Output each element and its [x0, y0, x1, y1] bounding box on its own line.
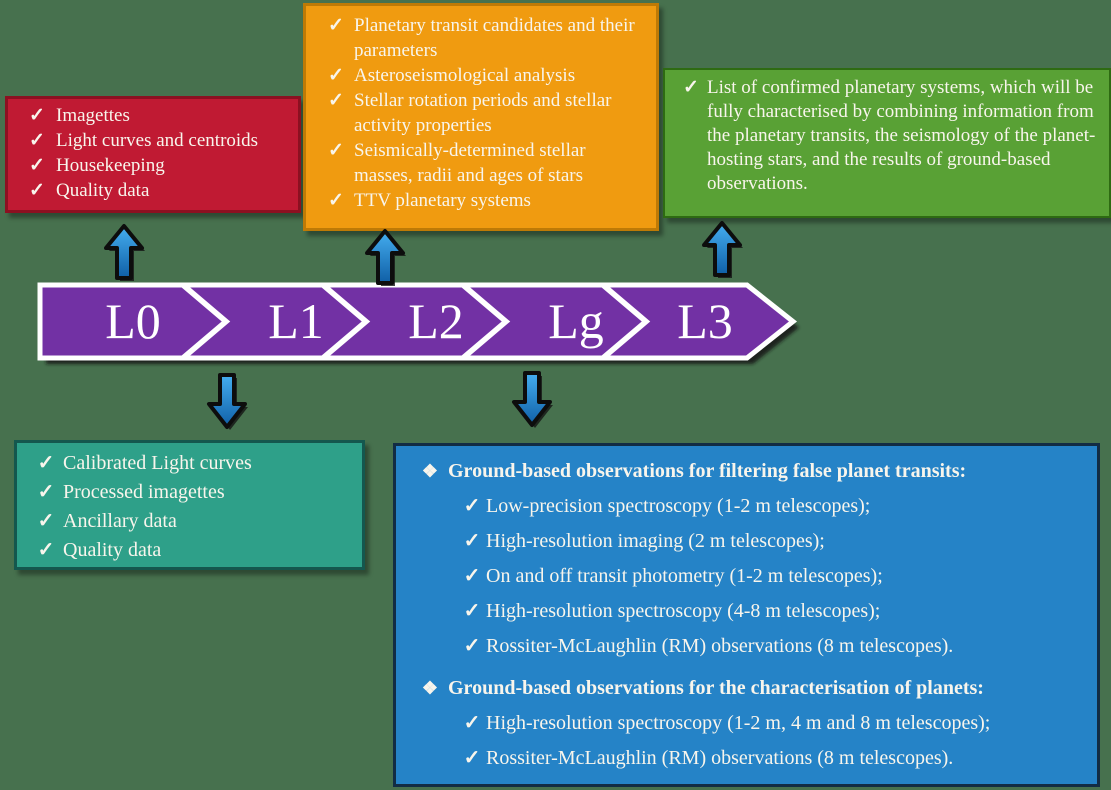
- ground-observations-section: ❖ Ground-based observations for filterin…: [412, 458, 1081, 659]
- list-item-text: High-resolution spectroscopy (1-2 m, 4 m…: [486, 712, 991, 734]
- list-item-text: Rossiter-McLaughlin (RM) observations (8…: [486, 747, 954, 769]
- list-item: ✓ Rossiter-McLaughlin (RM) observations …: [458, 746, 1081, 771]
- list-item: ✓ TTV planetary systems: [318, 188, 646, 213]
- section-header: ❖ Ground-based observations for filterin…: [412, 458, 1081, 484]
- banner-arrow-shape: [37, 282, 798, 361]
- list-item-text: Low-precision spectroscopy (1-2 m telesc…: [486, 495, 871, 517]
- check-icon: ✓: [29, 130, 45, 151]
- check-icon: ✓: [463, 600, 481, 622]
- check-icon: ✓: [328, 65, 344, 86]
- arrow-shape: [104, 224, 144, 280]
- up-arrow-icon: [365, 229, 406, 286]
- up-arrow-icon: [104, 224, 145, 281]
- ground-observations-section: ❖ Ground-based observations for the char…: [412, 675, 1081, 771]
- diamond-bullet-icon: ❖: [421, 678, 439, 698]
- check-icon: ✓: [37, 510, 55, 532]
- check-icon: ✓: [328, 90, 344, 111]
- list-item-text: Quality data: [56, 180, 150, 201]
- check-icon: ✓: [463, 565, 481, 587]
- check-icon: ✓: [29, 155, 45, 176]
- check-icon: ✓: [463, 747, 481, 769]
- check-icon: ✓: [328, 190, 344, 211]
- list-item: ✓ Light curves and centroids: [18, 128, 290, 153]
- list-item: ✓ Ancillary data: [29, 507, 352, 536]
- arrow-shape: [702, 221, 742, 277]
- check-icon: ✓: [37, 481, 55, 503]
- arrow-shape: [512, 371, 552, 427]
- l1-products-box: ✓ Calibrated Light curves ✓ Processed im…: [14, 440, 365, 570]
- check-icon: ✓: [29, 180, 45, 201]
- arrow-shape: [207, 373, 247, 429]
- list-item: ✓ Imagettes: [18, 103, 290, 128]
- section-header-text: Ground-based observations for the charac…: [448, 677, 984, 699]
- banner-label-lg: Lg: [548, 293, 604, 349]
- list-item-text: Planetary transit candidates and their p…: [354, 15, 635, 61]
- check-icon: ✓: [463, 635, 481, 657]
- list-item-text: Seismically-determined stellar masses, r…: [354, 140, 586, 186]
- pipeline-banner: L0 L1 L2 Lg L3: [37, 282, 799, 364]
- check-icon: ✓: [683, 77, 699, 98]
- list-item-text: TTV planetary systems: [354, 190, 531, 211]
- check-icon: ✓: [328, 140, 344, 161]
- list-item-text: Processed imagettes: [63, 481, 225, 503]
- check-icon: ✓: [37, 452, 55, 474]
- check-icon: ✓: [37, 539, 55, 561]
- list-item: ✓ Housekeeping: [18, 153, 290, 178]
- list-item-text: Light curves and centroids: [56, 130, 259, 151]
- list-item: ✓ Stellar rotation periods and stellar a…: [318, 88, 646, 138]
- section-header: ❖ Ground-based observations for the char…: [412, 675, 1081, 701]
- list-item-text: High-resolution spectroscopy (4-8 m tele…: [486, 600, 881, 622]
- list-item-text: List of confirmed planetary systems, whi…: [707, 77, 1096, 194]
- check-icon: ✓: [328, 15, 344, 36]
- list-item: ✓ On and off transit photometry (1-2 m t…: [458, 564, 1081, 589]
- check-icon: ✓: [463, 495, 481, 517]
- up-arrow-icon: [702, 221, 743, 278]
- l3-products-box: ✓ List of confirmed planetary systems, w…: [663, 68, 1111, 218]
- list-item: ✓ Asteroseismological analysis: [318, 63, 646, 88]
- list-item-text: On and off transit photometry (1-2 m tel…: [486, 565, 883, 587]
- list-item: ✓ Rossiter-McLaughlin (RM) observations …: [458, 634, 1081, 659]
- list-item: ✓ Processed imagettes: [29, 478, 352, 507]
- banner-label-l2: L2: [408, 293, 464, 349]
- check-icon: ✓: [463, 712, 481, 734]
- diamond-bullet-icon: ❖: [421, 461, 439, 481]
- l2-products-box: ✓ Planetary transit candidates and their…: [303, 3, 659, 231]
- list-item: ✓ Calibrated Light curves: [29, 449, 352, 478]
- list-item-text: Housekeeping: [56, 155, 165, 176]
- list-item: ✓ Quality data: [18, 178, 290, 203]
- check-icon: ✓: [29, 105, 45, 126]
- section-header-text: Ground-based observations for filtering …: [448, 460, 967, 482]
- banner-chevron-divider: [181, 282, 231, 361]
- down-arrow-icon: [512, 371, 553, 428]
- arrow-shape: [365, 229, 405, 285]
- list-item: ✓ Quality data: [29, 536, 352, 565]
- list-item-text: High-resolution imaging (2 m telescopes)…: [486, 530, 825, 552]
- banner-chevron-divider: [461, 282, 511, 361]
- list-item-text: Asteroseismological analysis: [354, 65, 576, 86]
- banner-label-l1: L1: [268, 293, 324, 349]
- list-item: ✓ Seismically-determined stellar masses,…: [318, 138, 646, 188]
- check-icon: ✓: [463, 530, 481, 552]
- list-item-text: Stellar rotation periods and stellar act…: [354, 90, 612, 136]
- list-item-text: Quality data: [63, 539, 162, 561]
- l0-products-box: ✓ Imagettes ✓ Light curves and centroids…: [5, 96, 301, 213]
- banner-label-l3: L3: [677, 293, 733, 349]
- list-item: ✓ High-resolution spectroscopy (4-8 m te…: [458, 599, 1081, 624]
- banner-label-l0: L0: [105, 293, 161, 349]
- list-item: ✓ Planetary transit candidates and their…: [318, 13, 646, 63]
- list-item-text: Rossiter-McLaughlin (RM) observations (8…: [486, 635, 954, 657]
- list-item: ✓ Low-precision spectroscopy (1-2 m tele…: [458, 494, 1081, 519]
- list-item-text: Ancillary data: [63, 510, 177, 532]
- list-item-text: Calibrated Light curves: [63, 452, 252, 474]
- list-item: ✓ High-resolution spectroscopy (1-2 m, 4…: [458, 711, 1081, 736]
- banner-chevron-divider: [321, 282, 371, 361]
- list-item: ✓ High-resolution imaging (2 m telescope…: [458, 529, 1081, 554]
- ground-observations-box: ❖ Ground-based observations for filterin…: [393, 443, 1100, 787]
- list-item: ✓ List of confirmed planetary systems, w…: [675, 76, 1099, 196]
- down-arrow-icon: [207, 373, 248, 430]
- list-item-text: Imagettes: [56, 105, 130, 126]
- banner-chevron-divider: [601, 282, 651, 361]
